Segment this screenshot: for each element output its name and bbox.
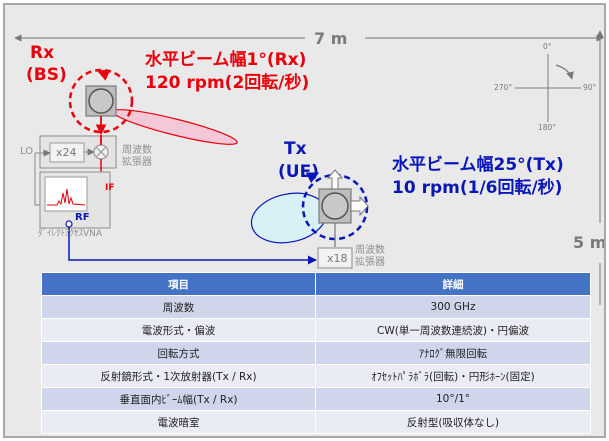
rx-speed-text: 120 rpm(2回転/秒) (145, 73, 310, 93)
table-cell: 反射型(吸収体なし) (315, 410, 591, 434)
table-row: 電波暗室 反射型(吸収体なし) (41, 410, 591, 434)
table-cell: ｵﾌｾｯﾄﾊﾟﾗﾎﾞﾗ(回転)・円形ﾎｰﾝ(固定) (315, 364, 591, 388)
width-label: 7 m (314, 29, 348, 48)
table-row: 反射鏡形式・1次放射器(Tx / Rx) ｵﾌｾｯﾄﾊﾟﾗﾎﾞﾗ(回転)・円形ﾎ… (41, 364, 591, 388)
compass-right: 90° (583, 83, 597, 92)
height-label: 5 m (573, 233, 606, 252)
if-label: IF (105, 183, 115, 193)
compass-left: 270° (494, 83, 513, 92)
compass (515, 54, 581, 122)
table-cell: 回転方式 (41, 341, 316, 365)
tx-extender-box (317, 247, 353, 269)
table-cell: 10°/1° (315, 387, 591, 411)
rx-label: Rx (30, 43, 55, 63)
table-row: 電波形式・偏波 CW(単一周波数連続波)・円偏波 (41, 318, 591, 342)
tx-speed-text: 10 rpm(1/6回転/秒) (392, 178, 563, 198)
table-cell: 垂直面内ﾋﾞｰﾑ幅(Tx / Rx) (41, 387, 316, 411)
table-cell: 電波暗室 (41, 410, 316, 434)
vna-label: ﾀﾞｲﾚｸﾄｱｸｾｽVNA (38, 229, 103, 239)
spec-table: 項目 詳細 周波数 300 GHz 電波形式・偏波 CW(単一周波数連続波)・円… (41, 272, 591, 434)
column-header-item: 項目 (41, 272, 316, 296)
table-cell: 周波数 (41, 295, 316, 319)
x24-label: x24 (56, 146, 77, 159)
rf-label: RF (75, 212, 90, 223)
setup-drawing (14, 30, 604, 305)
table-row: 周波数 300 GHz (41, 295, 591, 319)
table-header-row: 項目 詳細 (41, 272, 591, 296)
tx-right-arrow-icon (350, 195, 369, 217)
table-row: 垂直面内ﾋﾞｰﾑ幅(Tx / Rx) 10°/1° (41, 387, 591, 411)
compass-bottom: 180° (538, 123, 557, 132)
tx-up-arrow-icon (326, 169, 344, 190)
table-cell: ｱﾅﾛｸﾞ無限回転 (315, 341, 591, 365)
diagram-panel: Rx (BS) 水平ビーム幅1°(Rx) 120 rpm(2回転/秒) Tx (… (3, 3, 606, 438)
vna-spectrum (47, 188, 86, 206)
tx-extender-label: 周波数 拡張器 (355, 245, 385, 268)
rx-beam-text: 水平ビーム幅1°(Rx) (145, 50, 307, 70)
x18-label: x18 (327, 252, 348, 265)
tx-beam-text: 水平ビーム幅25°(Tx) (392, 155, 564, 175)
compass-top: 0° (543, 42, 552, 51)
table-cell: 電波形式・偏波 (41, 318, 316, 342)
table-cell: 300 GHz (315, 295, 591, 319)
column-header-detail: 詳細 (315, 272, 591, 296)
rx-extender-label: 周波数 拡張器 (122, 145, 152, 168)
tx-label: Tx (284, 139, 307, 159)
rx-beam (112, 109, 238, 145)
lo-label: LO (20, 146, 34, 157)
table-cell: CW(単一周波数連続波)・円偏波 (315, 318, 591, 342)
table-cell: 反射鏡形式・1次放射器(Tx / Rx) (41, 364, 316, 388)
rx-sub-label: (BS) (26, 65, 67, 85)
table-row: 回転方式 ｱﾅﾛｸﾞ無限回転 (41, 341, 591, 365)
tx-sub-label: (UE) (278, 162, 319, 182)
